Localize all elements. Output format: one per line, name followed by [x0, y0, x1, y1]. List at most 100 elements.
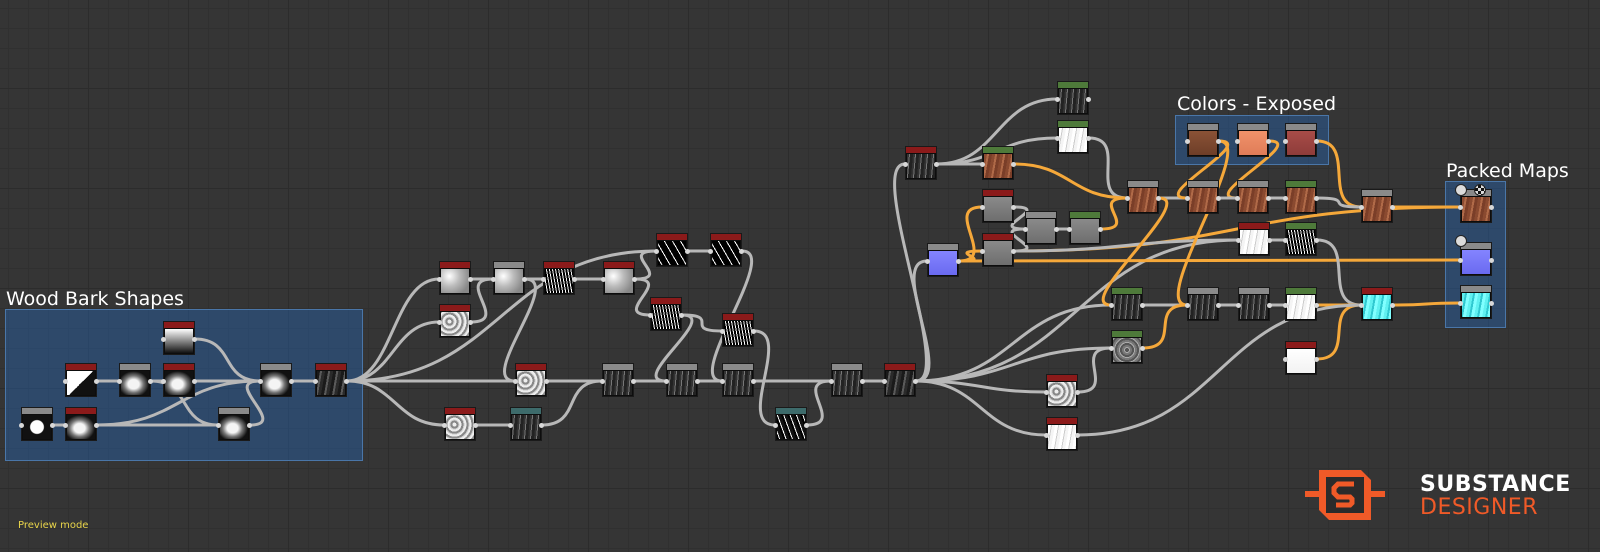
cube-icon[interactable]: [1455, 235, 1467, 247]
graph-node[interactable]: [1283, 222, 1319, 256]
wire[interactable]: [1101, 196, 1169, 307]
graph-node[interactable]: [1283, 341, 1319, 375]
output-port[interactable]: [1075, 390, 1080, 395]
input-port[interactable]: [980, 162, 985, 167]
graph-node[interactable]: [1458, 242, 1494, 276]
output-port[interactable]: [751, 329, 756, 334]
input-port[interactable]: [1359, 303, 1364, 308]
graph-node[interactable]: [161, 363, 197, 397]
output-port[interactable]: [804, 423, 809, 428]
output-port[interactable]: [1489, 205, 1494, 210]
input-port[interactable]: [1055, 136, 1060, 141]
input-port[interactable]: [1458, 258, 1463, 263]
input-port[interactable]: [437, 320, 442, 325]
output-port[interactable]: [1140, 346, 1145, 351]
output-port[interactable]: [685, 249, 690, 254]
wire[interactable]: [634, 249, 657, 281]
output-port[interactable]: [344, 379, 349, 384]
output-port[interactable]: [468, 277, 473, 282]
input-port[interactable]: [442, 423, 447, 428]
input-port[interactable]: [161, 337, 166, 342]
output-port[interactable]: [572, 277, 577, 282]
wire[interactable]: [346, 277, 440, 383]
graph-node[interactable]: [1236, 222, 1272, 256]
wire[interactable]: [915, 346, 1112, 383]
graph-node[interactable]: [882, 363, 918, 397]
wire[interactable]: [806, 379, 832, 427]
graph-node[interactable]: [1283, 287, 1319, 321]
output-port[interactable]: [1314, 139, 1319, 144]
graph-node[interactable]: [829, 363, 865, 397]
wire[interactable]: [1077, 303, 1362, 437]
graph-node[interactable]: [903, 146, 939, 180]
input-port[interactable]: [720, 379, 725, 384]
output-port[interactable]: [94, 423, 99, 428]
input-port[interactable]: [1044, 390, 1049, 395]
graph-node[interactable]: [1283, 180, 1319, 214]
graph-node[interactable]: [19, 407, 55, 441]
input-port[interactable]: [161, 379, 166, 384]
wire[interactable]: [245, 379, 265, 427]
output-port[interactable]: [1216, 196, 1221, 201]
output-port[interactable]: [1267, 303, 1272, 308]
input-port[interactable]: [1458, 301, 1463, 306]
input-port[interactable]: [1283, 357, 1288, 362]
input-port[interactable]: [117, 379, 122, 384]
output-port[interactable]: [1314, 357, 1319, 362]
output-port[interactable]: [1390, 205, 1395, 210]
graph-node[interactable]: [513, 363, 549, 397]
output-port[interactable]: [956, 259, 961, 264]
graph-node[interactable]: [442, 407, 478, 441]
input-port[interactable]: [1109, 303, 1114, 308]
graph-node[interactable]: [541, 261, 577, 295]
output-port[interactable]: [1390, 303, 1395, 308]
graph-node[interactable]: [1185, 123, 1221, 157]
output-port[interactable]: [1011, 205, 1016, 210]
wire[interactable]: [915, 238, 1239, 383]
wire[interactable]: [1142, 303, 1188, 350]
wire[interactable]: [1088, 136, 1128, 200]
graph-node[interactable]: [1109, 330, 1145, 364]
wire[interactable]: [1226, 139, 1280, 200]
wire[interactable]: [1316, 303, 1362, 361]
input-port[interactable]: [1235, 196, 1240, 201]
output-port[interactable]: [1266, 196, 1271, 201]
input-port[interactable]: [654, 249, 659, 254]
graph-node[interactable]: [720, 313, 756, 347]
output-port[interactable]: [1489, 258, 1494, 263]
graph-node[interactable]: [508, 407, 544, 441]
graph-node[interactable]: [1235, 123, 1271, 157]
wire[interactable]: [681, 313, 723, 333]
wire[interactable]: [958, 258, 1461, 263]
output-port[interactable]: [1011, 249, 1016, 254]
cube-icon[interactable]: [1455, 184, 1467, 196]
wire[interactable]: [346, 379, 445, 427]
wire[interactable]: [346, 320, 440, 383]
wire[interactable]: [753, 329, 776, 427]
input-port[interactable]: [648, 313, 653, 318]
output-port[interactable]: [695, 379, 700, 384]
input-port[interactable]: [664, 379, 669, 384]
graph-node[interactable]: [980, 233, 1016, 267]
output-port[interactable]: [1086, 97, 1091, 102]
graph-node[interactable]: [1125, 180, 1161, 214]
output-port[interactable]: [468, 320, 473, 325]
output-port[interactable]: [1267, 238, 1272, 243]
output-port[interactable]: [1314, 303, 1319, 308]
graph-node[interactable]: [161, 321, 197, 355]
wire[interactable]: [893, 162, 928, 383]
output-port[interactable]: [679, 313, 684, 318]
wire[interactable]: [194, 337, 261, 383]
output-port[interactable]: [913, 379, 918, 384]
graph-node[interactable]: [117, 363, 153, 397]
graph-node[interactable]: [980, 146, 1016, 180]
input-port[interactable]: [925, 259, 930, 264]
input-port[interactable]: [601, 277, 606, 282]
output-port[interactable]: [544, 379, 549, 384]
wire[interactable]: [654, 313, 694, 383]
input-port[interactable]: [1283, 139, 1288, 144]
graph-node[interactable]: [1023, 211, 1059, 245]
input-port[interactable]: [1185, 303, 1190, 308]
input-port[interactable]: [258, 379, 263, 384]
output-port[interactable]: [94, 379, 99, 384]
